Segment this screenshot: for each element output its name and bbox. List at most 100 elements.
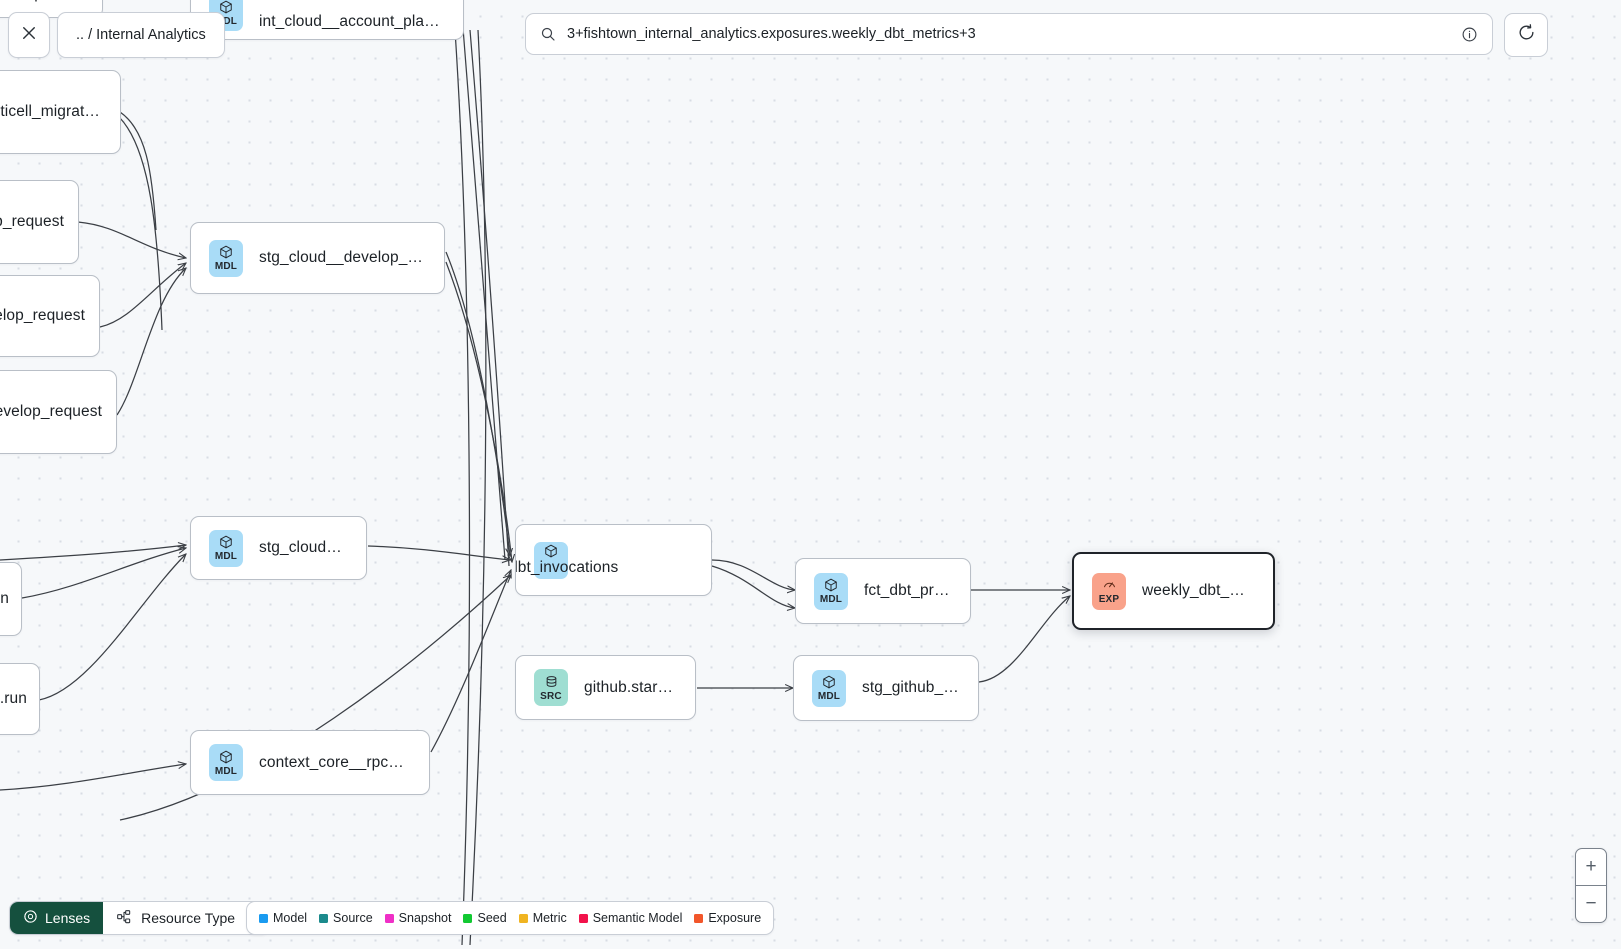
graph-node-left-partial-n[interactable]: n [0,562,22,636]
legend-label: Seed [477,911,507,925]
legend-label: Model [273,911,308,925]
graph-node-left-partial-run[interactable]: .run [0,663,40,735]
resource-badge-src: SRC [534,669,568,706]
badge-text: MDL [214,261,238,272]
zoom-controls: + − [1575,848,1607,923]
graph-node-multicell-migrat[interactable]: multicell_migrat… [0,70,121,154]
graph-node-github-stargazers[interactable]: SRC github.stargazers [515,655,696,720]
hierarchy-icon [116,909,132,928]
node-label: p_request [0,213,64,230]
legend-swatch [463,913,473,923]
badge-text: MDL [214,15,238,27]
legend-label: Semantic Model [592,911,683,925]
resource-badge-mdl: MDL [209,529,243,567]
node-label: stg_cloud__runs [259,539,348,556]
legend-swatch [694,913,704,923]
graph-node-velop-request[interactable]: velop_request [0,275,100,357]
graph-node-stg-github-stars[interactable]: MDL stg_github__stars [793,655,979,721]
legend-item-seed[interactable]: Seed [463,911,507,925]
breadcrumb-label: .. / Internal Analytics [76,27,206,43]
node-label: .run [0,690,27,707]
database-icon [545,674,558,690]
legend-item-snapshot[interactable]: Snapshot [384,911,451,925]
resource-type-label: Resource Type [141,910,236,926]
zoom-out-button[interactable]: − [1576,886,1606,922]
graph-node-stg-cloud-develop-requests[interactable]: MDL stg_cloud__develop_requests [190,222,445,294]
node-label: context_core__rpc_request [259,753,411,771]
breadcrumb[interactable]: .. / Internal Analytics [57,12,225,58]
badge-text: MDL [819,594,843,605]
bottom-toolbar: Lenses Resource Type [9,901,271,935]
lineage-search-bar[interactable]: 3+fishtown_internal_analytics.exposures.… [525,13,1493,55]
node-label: weekly_dbt_metrics [1142,582,1255,599]
refresh-button[interactable] [1504,13,1548,57]
graph-node-develop-request[interactable]: _develop_request [0,370,117,454]
resource-badge-mdl: MDL [814,572,848,610]
legend-swatch [319,913,329,923]
graph-node-op-request[interactable]: p_request [0,180,79,264]
legend-label: Source [333,911,373,925]
node-label: snapshot_daily [9,0,84,3]
legend-item-metric[interactable]: Metric [518,911,567,925]
lenses-button[interactable]: Lenses [10,902,104,934]
minus-icon: − [1585,893,1597,914]
resource-badge-mdl: fct_dbt_invocations [516,541,618,579]
resource-type-dropdown[interactable]: Resource Type [103,902,270,934]
cube-icon [544,543,558,559]
legend-swatch [384,913,394,923]
cube-icon [824,577,838,593]
legend-item-model[interactable]: Model [259,911,307,925]
badge-text: SRC [540,690,562,702]
zoom-in-button[interactable]: + [1576,849,1606,886]
node-label: _develop_request [0,403,102,420]
cube-icon [822,674,836,690]
refresh-icon [1517,23,1536,47]
resource-badge-mdl: MDL [209,239,243,277]
node-label: fct_dbt_invocations [516,559,619,576]
resource-badge-mdl: MDL [812,669,846,707]
legend-label: Exposure [708,911,762,925]
node-label: multicell_migrat… [0,103,100,120]
cube-icon [219,0,233,15]
legend-label: Metric [532,911,567,925]
resource-type-legend: Model Source Snapshot Seed Metric Semant… [246,901,775,935]
node-label: n [0,590,9,607]
info-icon[interactable] [1461,26,1478,43]
legend-item-semantic-model[interactable]: Semantic Model [578,911,683,925]
badge-text: MDL [817,691,841,702]
graph-node-fct-dbt-projects[interactable]: MDL fct_dbt_projects [795,558,971,624]
cube-icon [219,749,233,765]
badge-text: EXP [1098,594,1120,605]
gauge-icon [1102,577,1117,593]
graph-node-stg-cloud-runs[interactable]: MDL stg_cloud__runs [190,516,367,580]
search-icon [540,26,556,42]
cube-icon [219,534,233,550]
node-label: velop_request [0,307,85,324]
legend-swatch [578,913,588,923]
resource-badge-exp: EXP [1092,572,1126,610]
node-label: stg_github__stars [862,679,960,696]
graph-node-weekly-dbt-metrics[interactable]: EXP weekly_dbt_metrics [1072,552,1275,630]
node-label: stg_cloud__develop_requests [259,249,426,266]
graph-node-context-core-rpc-request[interactable]: MDL context_core__rpc_request [190,730,430,795]
legend-item-source[interactable]: Source [319,911,373,925]
cube-icon [219,244,233,260]
close-panel-button[interactable] [8,12,50,58]
legend-swatch [259,913,268,923]
graph-node-int-cloud-account-plan-history[interactable]: MDL int_cloud__account_plan_history [190,0,464,40]
legend-item-exposure[interactable]: Exposure [694,911,761,925]
badge-text: MDL [214,765,238,777]
legend-swatch [518,913,528,923]
search-input[interactable]: 3+fishtown_internal_analytics.exposures.… [567,26,976,42]
lens-aperture-icon [23,909,38,927]
node-label: github.stargazers [584,678,677,696]
graph-node-fct-dbt-invocations[interactable]: fct_dbt_invocations [515,524,712,596]
plus-icon: + [1585,856,1597,877]
node-label: fct_dbt_projects [864,582,952,599]
node-label: int_cloud__account_plan_history [259,13,445,30]
badge-text: MDL [214,551,238,562]
close-icon [20,24,38,47]
lenses-label: Lenses [45,910,91,926]
